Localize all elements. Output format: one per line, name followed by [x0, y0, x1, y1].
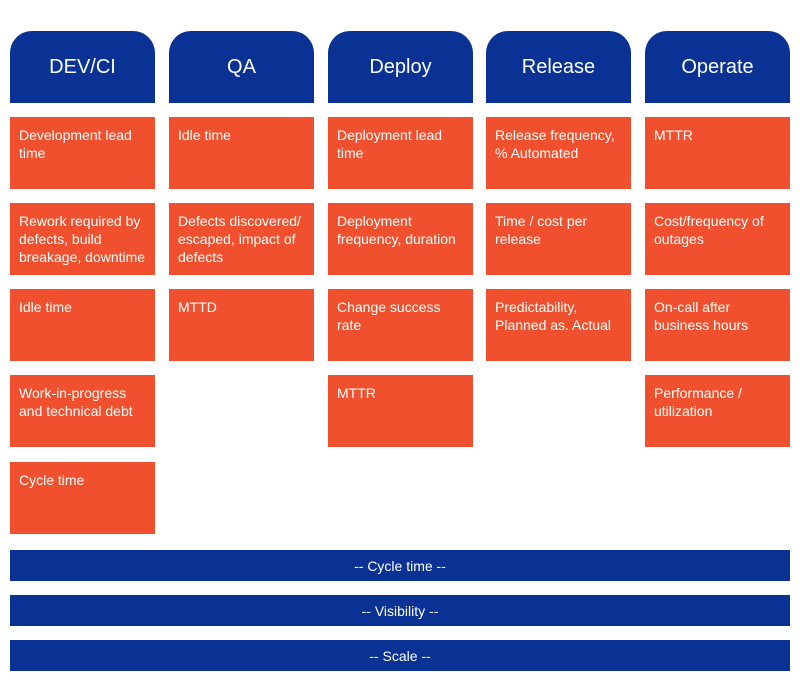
metric-card: MTTR	[645, 117, 790, 189]
column-operate: Operate MTTR Cost/frequency of outages O…	[645, 31, 790, 447]
metric-card: Time / cost per release	[486, 203, 631, 275]
metric-card: Release frequency, % Automated	[486, 117, 631, 189]
metric-card: Predictability, Planned as. Actual	[486, 289, 631, 361]
column-header-operate: Operate	[645, 31, 790, 103]
metric-card: Idle time	[169, 117, 314, 189]
column-release: Release Release frequency, % Automated T…	[486, 31, 631, 361]
metric-card: Change success rate	[328, 289, 473, 361]
metric-card: Defects discovered/ escaped, impact of d…	[169, 203, 314, 275]
metric-card: On-call after business hours	[645, 289, 790, 361]
column-header-release: Release	[486, 31, 631, 103]
metric-card: Performance / utilization	[645, 375, 790, 447]
column-qa: QA Idle time Defects discovered/ escaped…	[169, 31, 314, 361]
metric-card: MTTD	[169, 289, 314, 361]
metric-card: Work-in-progress and technical debt	[10, 375, 155, 447]
metric-card: Cost/frequency of outages	[645, 203, 790, 275]
column-header-qa: QA	[169, 31, 314, 103]
column-deploy: Deploy Deployment lead time Deployment f…	[328, 31, 473, 447]
metric-card: Deployment frequency, duration	[328, 203, 473, 275]
metric-card: Cycle time	[10, 462, 155, 534]
metric-card: Deployment lead time	[328, 117, 473, 189]
metric-card: MTTR	[328, 375, 473, 447]
bar-scale: -- Scale --	[10, 640, 790, 671]
column-dev-ci: DEV/CI Development lead time Rework requ…	[10, 31, 155, 534]
metric-card: Development lead time	[10, 117, 155, 189]
metric-card: Idle time	[10, 289, 155, 361]
bar-cycle-time: -- Cycle time --	[10, 550, 790, 581]
bar-visibility: -- Visibility --	[10, 595, 790, 626]
column-header-dev-ci: DEV/CI	[10, 31, 155, 103]
metric-card: Rework required by defects, build breaka…	[10, 203, 155, 275]
column-header-deploy: Deploy	[328, 31, 473, 103]
